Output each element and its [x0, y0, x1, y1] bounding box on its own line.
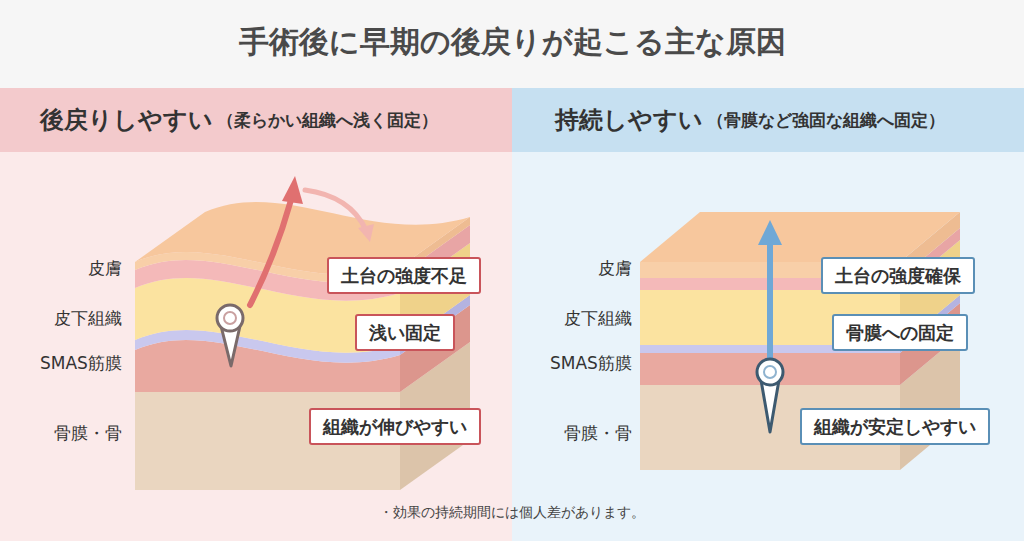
title: 手術後に早期の後戻りが起こる主な原因: [0, 22, 1024, 62]
callout-box: 組織が安定しやすい: [800, 408, 990, 445]
title-band: [0, 0, 1024, 88]
callout-box: 土台の強度確保: [821, 257, 975, 294]
fixation-pin: [761, 380, 779, 432]
callout-text: 浅い固定: [369, 316, 441, 349]
right-header-band: [512, 88, 1024, 152]
callout-box: 土台の強度不足: [327, 257, 481, 294]
panel-heading: 後戻りしやすい: [40, 104, 213, 136]
lift-arrow: [250, 200, 291, 305]
layer-label: SMAS筋膜: [40, 351, 122, 375]
panel-heading: 持続しやすい: [555, 104, 703, 136]
layer-label: 皮膚: [88, 256, 122, 280]
sag-arrow: [305, 190, 366, 230]
left-header-band: [0, 88, 512, 152]
skin-top: [640, 212, 960, 262]
layer-label: 皮膚: [598, 256, 632, 280]
callout-box: 組織が伸びやすい: [309, 408, 481, 445]
sag-arrow-head: [358, 224, 374, 242]
left-panel-ground: [0, 88, 512, 541]
layer-label: 皮下組織: [54, 306, 122, 330]
callout-text: 骨膜への固定: [846, 316, 954, 349]
layer-label: SMAS筋膜: [550, 351, 632, 375]
panel-header: 後戻りしやすい（柔らかい組織へ浅く固定）: [40, 88, 438, 152]
footnote: ・効果の持続期間には個人差があります。: [379, 500, 645, 524]
callout-text: 組織が安定しやすい: [814, 410, 976, 443]
periosteum-front: [640, 353, 900, 385]
callout-text: 組織が伸びやすい: [323, 410, 467, 443]
lift-arrow: [767, 242, 773, 362]
right-panel-ground: [512, 88, 1024, 541]
layer-label: 皮下組織: [564, 306, 632, 330]
fixation-pin-head: [217, 305, 243, 331]
panel-subheading: （柔らかい組織へ浅く固定）: [217, 109, 438, 132]
callout-text: 土台の強度不足: [341, 259, 467, 292]
fixation-pin-dot: [224, 312, 236, 324]
fixation-pin-head: [757, 359, 783, 385]
callout-box: 浅い固定: [355, 314, 455, 351]
panel-header: 持続しやすい（骨膜など強固な組織へ固定）: [555, 88, 945, 152]
layer-label: 骨膜・骨: [564, 421, 632, 445]
lift-arrow-head: [758, 220, 782, 245]
callout-box: 骨膜への固定: [832, 314, 968, 351]
callout-text: 土台の強度確保: [835, 259, 961, 292]
panel-subheading: （骨膜など強固な組織へ固定）: [707, 109, 945, 132]
fixation-pin-dot: [764, 366, 776, 378]
layer-label: 骨膜・骨: [54, 421, 122, 445]
lift-arrow-head: [282, 176, 303, 204]
